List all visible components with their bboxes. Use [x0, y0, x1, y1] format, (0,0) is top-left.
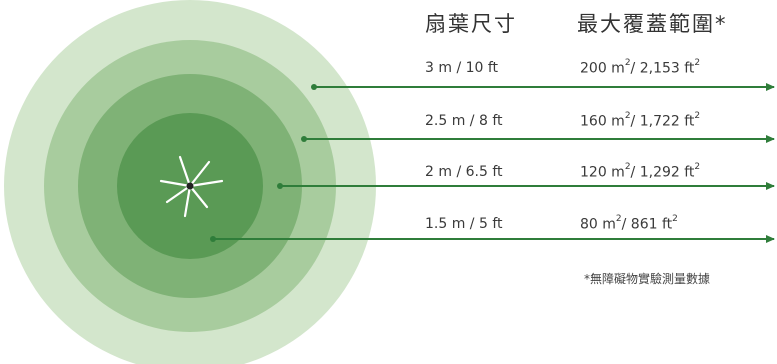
coverage-arrow-2m [277, 182, 775, 190]
superscript-2: 2 [694, 111, 701, 121]
superscript-2: 2 [615, 214, 622, 224]
superscript-2: 2 [624, 162, 631, 172]
area-ft2: / 2,153 ft [630, 60, 695, 77]
area-ft2: / 861 ft [621, 216, 673, 233]
blade-size-2m: 2 m / 6.5 ft [425, 164, 503, 180]
superscript-2: 2 [694, 162, 701, 172]
superscript-2: 2 [672, 214, 678, 224]
header-blade-size: 扇葉尺寸 [425, 12, 517, 36]
blade-size-3m: 3 m / 10 ft [425, 60, 499, 76]
coverage-area-2-5m: 160 m2/ 1,722 ft2 [580, 111, 701, 130]
superscript-2: 2 [694, 58, 701, 68]
coverage-arrow-3m [311, 83, 775, 91]
area-ft2: / 1,292 ft [630, 164, 695, 181]
area-ft2: / 1,722 ft [630, 113, 695, 130]
area-m2: 120 m [580, 164, 625, 181]
coverage-arrow-1-5m [210, 235, 775, 243]
superscript-2: 2 [624, 111, 631, 121]
header-max-coverage: 最大覆蓋範圍* [577, 12, 728, 36]
area-m2: 80 m [580, 216, 616, 233]
blade-size-1-5m: 1.5 m / 5 ft [425, 216, 503, 232]
coverage-area-2m: 120 m2/ 1,292 ft2 [580, 162, 701, 181]
superscript-2: 2 [624, 58, 631, 68]
coverage-area-3m: 200 m2/ 2,153 ft2 [580, 58, 701, 77]
coverage-area-1-5m: 80 m2/ 861 ft2 [580, 214, 678, 233]
coverage-arrow-2-5m [301, 135, 775, 143]
fan-hub [186, 182, 194, 190]
blade-size-2-5m: 2.5 m / 8 ft [425, 113, 503, 129]
footnote: *無障礙物實驗測量數據 [584, 272, 711, 286]
ceiling-fan-icon [159, 155, 224, 218]
area-m2: 160 m [580, 113, 625, 130]
area-m2: 200 m [580, 60, 625, 77]
